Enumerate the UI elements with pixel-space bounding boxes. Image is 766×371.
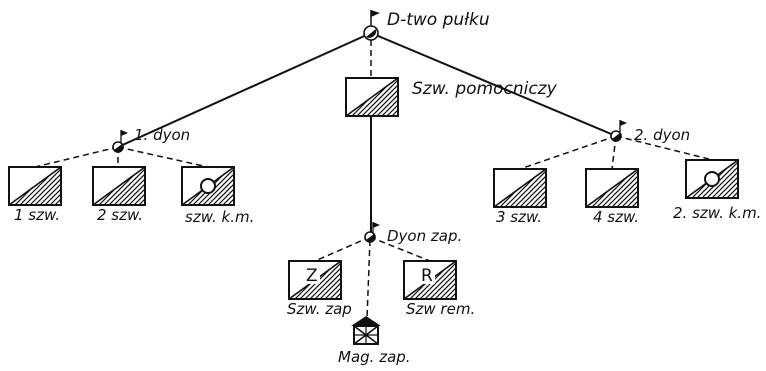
link-reserve-division-reserve-squadron: [314, 236, 371, 262]
regiment-hq-label: D-two pułku: [387, 10, 490, 30]
squadron-4-label: 4 szw.: [593, 208, 639, 226]
division-2-label: 2. dyon: [634, 126, 690, 144]
reserve-division-label: Dyon zap.: [387, 227, 462, 245]
reserve-squadron-label: Szw. zap: [287, 300, 352, 318]
reserve-warehouse-node: Mag. zap.: [338, 316, 411, 366]
mg-squadron-2-label: 2. szw. k.m.: [673, 204, 761, 222]
flag-icon: [371, 10, 380, 17]
helper-squadron-label: Szw. pomocniczy: [412, 79, 558, 99]
squadron-2-node: 2 szw.: [93, 167, 187, 224]
mg-squadron-2-node: 2. szw. k.m.: [673, 160, 766, 222]
squadron-2-label: 2 szw.: [97, 206, 143, 224]
squadron-4-node: 4 szw.: [586, 169, 680, 226]
mg-squadron-1-label: szw. k.m.: [185, 208, 254, 226]
squadron-3-label: 3 szw.: [496, 208, 542, 226]
link-division-1-mg-squadron: [117, 146, 209, 168]
link-division-1-squadron-1: [34, 146, 119, 168]
helper-squadron-node: Szw. pomocniczy: [346, 78, 558, 122]
remount-squadron-node: R Szw rem.: [404, 261, 498, 318]
regiment-hq-node: D-two pułku: [363, 10, 490, 41]
reserve-warehouse-label: Mag. zap.: [338, 348, 411, 366]
reserve-squadron-node: Z Szw. zap: [287, 261, 383, 318]
warehouse-icon: [351, 316, 381, 345]
machine-gun-icon: [704, 171, 720, 187]
squadron-1-label: 1 szw.: [14, 206, 60, 224]
link-reserve-division-warehouse: [366, 239, 371, 319]
link-division-2-mg-squadron: [615, 135, 714, 161]
remount-squadron-letter: R: [421, 266, 433, 286]
mg-squadron-1-node: szw. k.m.: [182, 167, 276, 226]
reserve-division-node: Dyon zap.: [364, 222, 462, 245]
flag-icon: [373, 222, 380, 228]
link-division-2-squadron-3: [519, 135, 617, 170]
flag-icon: [121, 130, 128, 136]
machine-gun-icon: [200, 178, 216, 194]
flag-icon: [620, 120, 627, 126]
division-1-node: 1. dyon: [112, 126, 190, 153]
link-hq-division-1: [117, 32, 372, 148]
squadron-1-node: 1 szw.: [9, 167, 103, 224]
connectors: [34, 32, 714, 319]
division-1-label: 1. dyon: [134, 126, 190, 144]
remount-squadron-label: Szw rem.: [406, 300, 475, 318]
division-2-node: 2. dyon: [610, 120, 690, 144]
squadron-3-node: 3 szw.: [494, 169, 588, 226]
link-hq-division-2: [370, 32, 617, 137]
link-reserve-division-remount-squadron: [369, 236, 431, 262]
reserve-squadron-letter: Z: [306, 266, 318, 286]
